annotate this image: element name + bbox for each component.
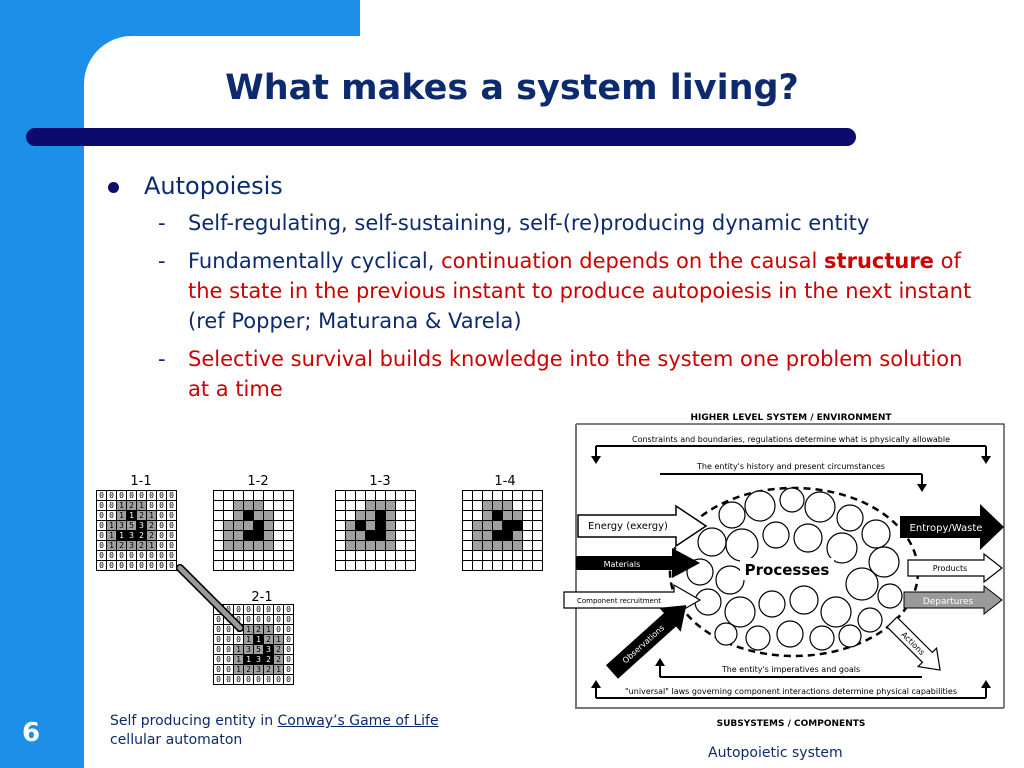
dash-marker: - [158, 347, 166, 371]
dash-marker: - [158, 211, 166, 235]
slide-title: What makes a system living? [225, 68, 799, 108]
grid-label-1-2: 1-2 [247, 474, 269, 489]
bullet-dot-icon [108, 182, 119, 193]
grid-label-1-1: 1-1 [130, 474, 152, 489]
diagram-bottom-title: SUBSYSTEMS / COMPONENTS [717, 719, 866, 729]
gol-caption: Self producing entity in Conway’s Game o… [110, 712, 439, 750]
entropy-label: Entropy/Waste [910, 523, 983, 534]
component-recruitment-label: Component recruitment [577, 597, 661, 605]
dash-marker: - [158, 249, 166, 273]
text-plain: Fundamentally cyclical, [188, 249, 442, 273]
caption-prefix: Self producing entity in [110, 713, 278, 729]
sub-bullet-text: Selective survival builds knowledge into… [188, 347, 963, 401]
materials-label: Materials [604, 560, 641, 569]
text-bold: structure [824, 249, 934, 273]
life-grid-1-4 [462, 490, 543, 571]
caption-suffix: cellular automaton [110, 732, 243, 748]
sub-bullet-text: Self-regulating, self-sustaining, self-(… [188, 211, 870, 235]
text-red: continuation depends on the causal [441, 249, 825, 273]
process-bubbles [686, 487, 903, 651]
constraints-label: Constraints and boundaries, regulations … [632, 435, 950, 444]
laws-label: "universal" laws governing component int… [625, 687, 957, 696]
history-label: The entity's history and present circums… [696, 462, 885, 471]
grid-label-1-4: 1-4 [494, 474, 516, 489]
grid-label-1-3: 1-3 [369, 474, 391, 489]
text-ref: (ref Popper; Maturana & Varela) [188, 309, 522, 333]
life-grid-1-2 [213, 490, 294, 571]
departures-label: Departures [923, 597, 974, 607]
gol-link[interactable]: Conway’s Game of Life [277, 713, 439, 729]
diagram-top-title: HIGHER LEVEL SYSTEM / ENVIRONMENT [690, 413, 892, 423]
diagram-caption: Autopoietic system [708, 745, 843, 761]
title-underline-bar [26, 128, 856, 146]
energy-label: Energy (exergy) [588, 521, 668, 532]
imperatives-label: The entity's imperatives and goals [721, 665, 860, 674]
sub-bullet-text: Fundamentally cyclical, continuation dep… [188, 246, 988, 336]
bullet-text: Autopoiesis [144, 172, 283, 200]
life-grid-1-3 [335, 490, 416, 571]
grid-label-2-1: 2-1 [251, 590, 273, 605]
slide-number: 6 [22, 718, 41, 748]
text-red: of the state in the previous instant to … [188, 249, 972, 303]
processes-label: Processes [745, 561, 830, 579]
actions-arrow: Actions [886, 616, 941, 671]
products-label: Products [933, 564, 968, 573]
